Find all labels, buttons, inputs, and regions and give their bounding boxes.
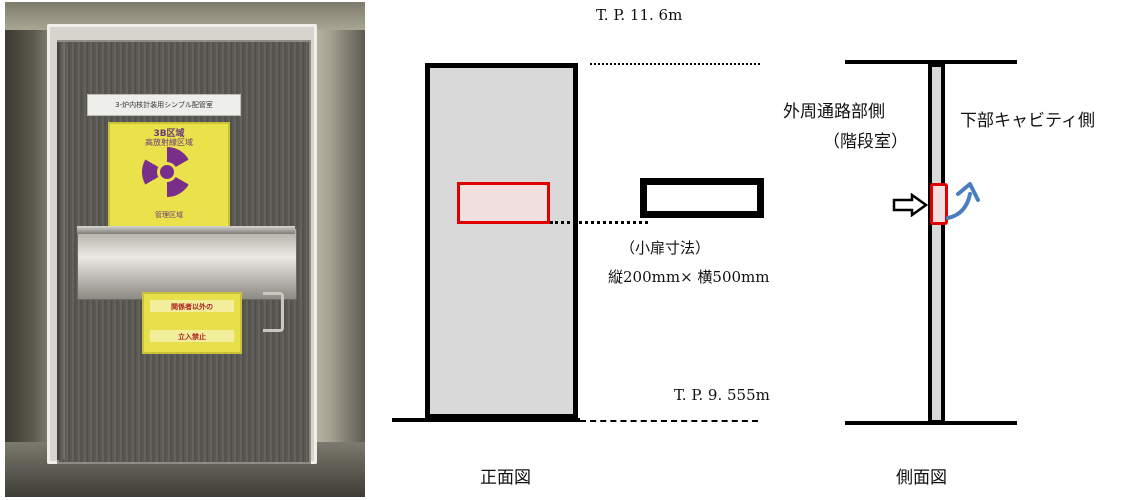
side-top-line xyxy=(845,60,1017,64)
level-bottom-line xyxy=(580,420,758,422)
front-view-caption: 正面図 xyxy=(480,468,531,488)
photo-small-door-flap xyxy=(77,228,297,300)
small-door-title: （小扉寸法） xyxy=(620,239,711,257)
small-door-dimensions: 縦200mm× 横500mm xyxy=(608,268,770,286)
lower-cavity-label: 下部キャビティ側 xyxy=(960,111,1095,131)
level-top-line xyxy=(590,63,760,65)
photo-entry-line1: 関係者以外の xyxy=(171,303,213,311)
door-leader-line xyxy=(550,221,648,224)
front-floor-line xyxy=(392,418,580,422)
side-floor-line xyxy=(845,421,1017,425)
radiation-trefoil-center xyxy=(160,165,174,179)
photo-sign-line2: 高放射線区域 xyxy=(145,138,193,147)
door-photo: 3-炉内核計装用シンブル配管室 3B区域 高放射線区域 管理区域 関係者以外の … xyxy=(5,2,365,497)
photo-room-plate-text: 3-炉内核計装用シンブル配管室 xyxy=(115,101,213,109)
side-view-small-door xyxy=(930,183,948,225)
photo-sign-line1: 3B区域 xyxy=(153,129,185,139)
photo-flap-lip xyxy=(77,226,295,234)
level-bottom-label: T. P. 9. 555m xyxy=(674,386,770,404)
door-handle-icon xyxy=(263,292,284,332)
level-top-label: T. P. 11. 6m xyxy=(596,6,683,24)
side-view-wall xyxy=(928,63,945,424)
photo-entry-sign: 関係者以外の 立入禁止 xyxy=(142,292,242,354)
door-swing-arrow-icon xyxy=(946,182,980,220)
entry-arrow-icon xyxy=(892,193,928,217)
photo-sign-line3: 管理区域 xyxy=(155,211,183,219)
photo-room-plate: 3-炉内核計装用シンブル配管室 xyxy=(87,94,241,116)
stair-room-label: （階段室） xyxy=(823,132,908,152)
outer-passage-label: 外周通路部側 xyxy=(783,102,885,122)
front-view-small-door xyxy=(457,182,550,224)
photo-entry-line2: 立入禁止 xyxy=(178,333,206,341)
side-view-caption: 側面図 xyxy=(896,468,947,488)
small-door-outline xyxy=(640,178,764,218)
front-view-wall xyxy=(425,63,578,419)
photo-door-hinge xyxy=(57,42,65,460)
